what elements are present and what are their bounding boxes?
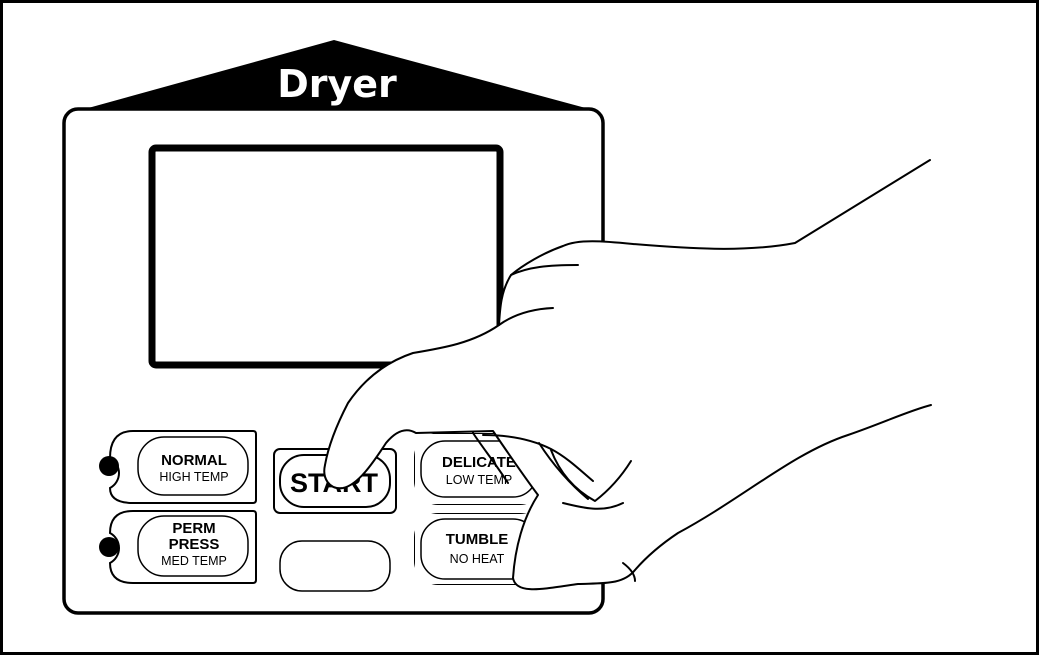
tumble-button-label: TUMBLE	[446, 531, 509, 548]
tumble-button[interactable]: TUMBLE NO HEAT	[414, 513, 544, 585]
normal-button[interactable]: NORMAL HIGH TEMP	[108, 430, 257, 504]
perm-press-button[interactable]: PERM PRESS MED TEMP	[108, 510, 257, 584]
hand-detail	[472, 432, 509, 484]
delicate-button-sublabel: LOW TEMP	[446, 473, 512, 487]
hand-detail	[550, 449, 632, 502]
pressing-hand-illustration	[323, 159, 932, 591]
dryer-control-panel-drawing: Dryer NORMAL HIGH TEMP PERM PRESS MED TE…	[62, 40, 932, 615]
hand-detail	[482, 434, 594, 482]
perm-press-button-sublabel: MED TEMP	[161, 554, 227, 568]
normal-indicator-light	[99, 456, 119, 476]
title-roof	[81, 40, 593, 110]
hand-detail	[498, 307, 554, 326]
display-window	[148, 144, 504, 369]
perm-press-button-label-2: PRESS	[169, 536, 220, 553]
perm-press-indicator-light	[99, 537, 119, 557]
blank-button[interactable]	[279, 540, 391, 592]
hand-detail	[562, 502, 624, 510]
hand-detail	[622, 562, 636, 582]
hand-silhouette	[323, 159, 932, 591]
perm-press-button-label-1: PERM	[172, 520, 215, 537]
normal-button-label: NORMAL	[161, 452, 227, 469]
panel-title: Dryer	[277, 62, 397, 106]
delicate-button-label: DELICATE	[442, 454, 516, 471]
normal-button-sublabel: HIGH TEMP	[159, 470, 228, 484]
hand-detail	[510, 264, 579, 276]
hand-detail	[538, 442, 589, 500]
tumble-button-sublabel: NO HEAT	[450, 552, 505, 566]
